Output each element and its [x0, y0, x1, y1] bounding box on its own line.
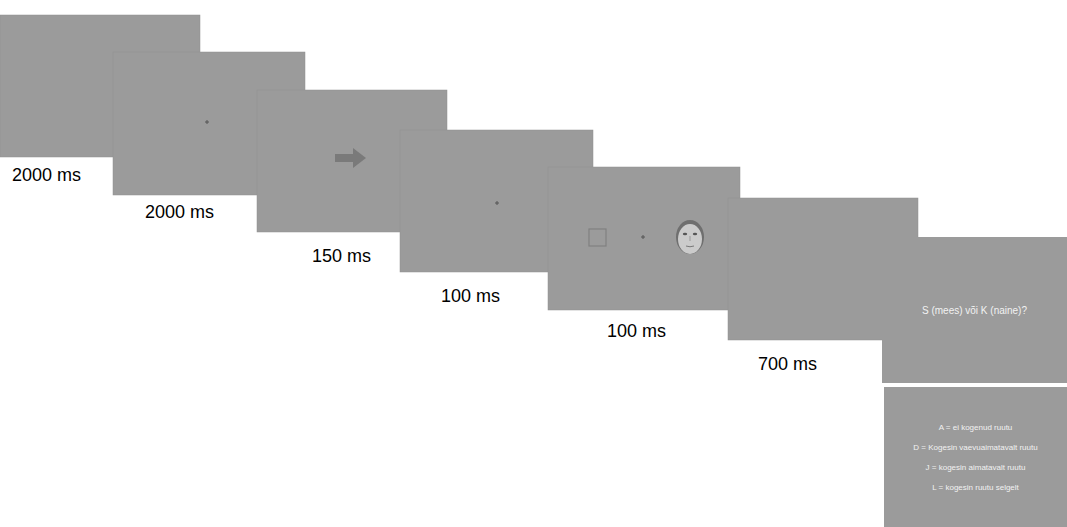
square-target	[589, 229, 606, 246]
cue-arrow	[335, 148, 366, 168]
fixation-cross	[495, 201, 499, 205]
response-screen: S (mees) või K (naine)?	[882, 237, 1067, 383]
screen-stimulus	[548, 167, 740, 310]
face-stimulus	[676, 220, 704, 254]
rating-option: D = Kogesin vaevuaimatavalt ruutu	[913, 443, 1037, 452]
rating-screen: A = ei kogenud ruutu D = Kogesin vaevuaim…	[884, 387, 1067, 527]
rating-option: L = kogesin ruutu selgelt	[932, 483, 1019, 492]
rating-option: A = ei kogenud ruutu	[939, 423, 1013, 432]
fixation-cross	[641, 235, 645, 239]
duration-label: 150 ms	[312, 246, 371, 267]
duration-label: 2000 ms	[12, 165, 81, 186]
rating-option: J = kogesin aimatavalt ruutu	[926, 463, 1026, 472]
duration-label: 100 ms	[607, 321, 666, 342]
duration-label: 100 ms	[441, 286, 500, 307]
fixation-cross	[205, 120, 209, 124]
question-text: S (mees) või K (naine)?	[922, 305, 1027, 316]
duration-label: 2000 ms	[145, 202, 214, 223]
duration-label: 700 ms	[758, 354, 817, 375]
